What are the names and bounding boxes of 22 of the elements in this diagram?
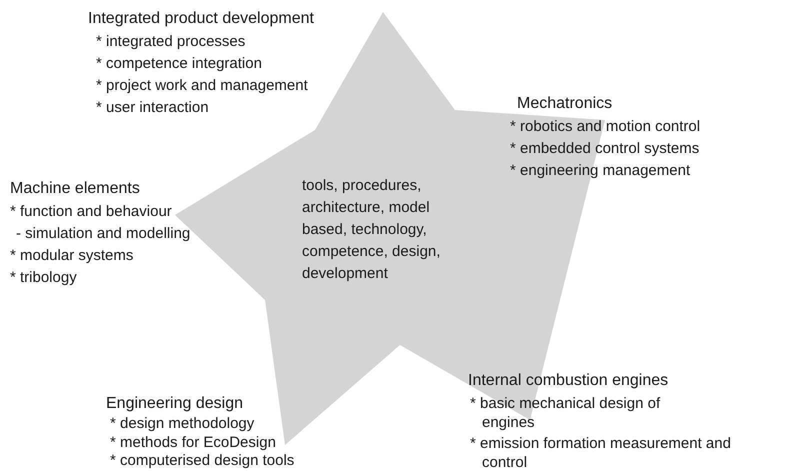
list-item: * basic mechanical design of engines — [470, 394, 662, 432]
list-item: * tribology — [10, 268, 77, 287]
list-item: - simulation and modelling — [16, 224, 190, 243]
list-item: * robotics and motion control — [510, 117, 700, 136]
list-item: * embedded control systems — [510, 139, 700, 158]
list-item: * design methodology — [110, 414, 254, 433]
list-item: * methods for EcoDesign — [110, 433, 276, 452]
center-text: tools, procedures, architecture, model based, technology, competence, design, development — [302, 176, 442, 284]
group-heading: Internal combustion engines — [468, 371, 668, 391]
list-item: * user interaction — [96, 98, 209, 117]
list-item: * modular systems — [10, 246, 134, 265]
list-item: * competence integration — [96, 54, 262, 73]
group-heading: Engineering design — [106, 394, 243, 414]
group-heading: Mechatronics — [517, 94, 612, 114]
list-item: * engineering management — [510, 161, 690, 180]
group-heading: Machine elements — [10, 179, 140, 199]
list-item: * emission formation measurement and control — [470, 434, 732, 471]
list-item: * project work and management — [96, 76, 308, 95]
list-item: * function and behaviour — [10, 202, 172, 221]
list-item: * integrated processes — [96, 32, 246, 51]
group-heading: Integrated product development — [88, 9, 314, 29]
list-item: * computerised design tools — [110, 451, 294, 470]
